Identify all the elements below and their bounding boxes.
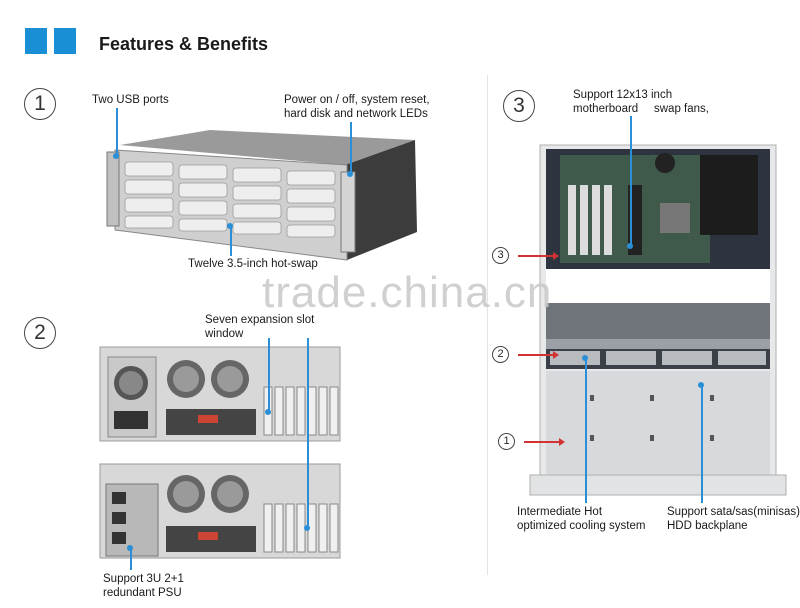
chassis-interior-image — [529, 144, 787, 496]
expansion-slot-label-line1: Seven expansion slot — [205, 314, 315, 326]
interior-marker-2: 2 — [492, 346, 509, 363]
section-1-number: 1 — [24, 88, 56, 120]
bays-pointer-dot — [227, 223, 233, 229]
motherboard-pointer-dot — [627, 243, 633, 249]
power-pointer-dot — [347, 171, 353, 177]
power-pointer — [350, 122, 352, 174]
slot-pointer-a-dot — [265, 409, 271, 415]
psu-label-line1: Support 3U 2+1 — [103, 573, 184, 585]
psu-pointer-dot — [127, 545, 133, 551]
section-3-number: 3 — [503, 90, 535, 122]
bays-pointer — [230, 226, 232, 256]
cooling-pointer-dot — [582, 355, 588, 361]
section-2-number: 2 — [24, 317, 56, 349]
cooling-pointer — [585, 358, 587, 503]
slot-pointer-a — [268, 338, 270, 412]
interior-marker-1: 1 — [498, 433, 515, 450]
usb-ports-label: Two USB ports — [92, 94, 169, 106]
header-square-right — [54, 28, 76, 54]
cooling-label-line2: optimized cooling system — [517, 520, 646, 532]
column-divider — [487, 75, 488, 575]
hot-swap-bays-label: Twelve 3.5-inch hot-swap — [188, 258, 318, 270]
power-label-line1: Power on / off, system reset, — [284, 94, 430, 106]
usb-pointer — [116, 108, 118, 156]
page-title: Features & Benefits — [99, 34, 269, 54]
backplane-pointer — [701, 385, 703, 503]
backplane-label-line2: HDD backplane — [667, 520, 748, 532]
expansion-slot-label-line2: window — [205, 328, 244, 340]
header-square-left — [25, 28, 47, 54]
motherboard-pointer — [630, 116, 632, 246]
motherboard-label-line1: Support 12x13 inch — [573, 89, 673, 101]
slot-pointer-b — [307, 338, 309, 528]
motherboard-label-line2: motherboard — [573, 103, 639, 115]
fans-label: swap fans, — [654, 103, 709, 115]
interior-marker-3: 3 — [492, 247, 509, 264]
slot-pointer-b-dot — [304, 525, 310, 531]
backplane-pointer-dot — [698, 382, 704, 388]
server-rear-top-image — [99, 346, 341, 442]
interior-marker-1-arrow — [524, 438, 565, 445]
psu-label-line2: redundant PSU — [103, 587, 182, 599]
psu-pointer — [130, 548, 132, 570]
cooling-label-line1: Intermediate Hot — [517, 506, 603, 518]
watermark: trade.china.cn — [262, 268, 553, 317]
interior-marker-2-arrow — [518, 351, 559, 358]
backplane-label-line1: Support sata/sas(minisas) — [667, 506, 800, 518]
interior-marker-3-arrow — [518, 252, 559, 259]
usb-pointer-dot — [113, 153, 119, 159]
server-rear-bottom-image — [99, 463, 341, 559]
power-label-line2: hard disk and network LEDs — [284, 108, 428, 120]
server-front-image — [106, 130, 417, 261]
